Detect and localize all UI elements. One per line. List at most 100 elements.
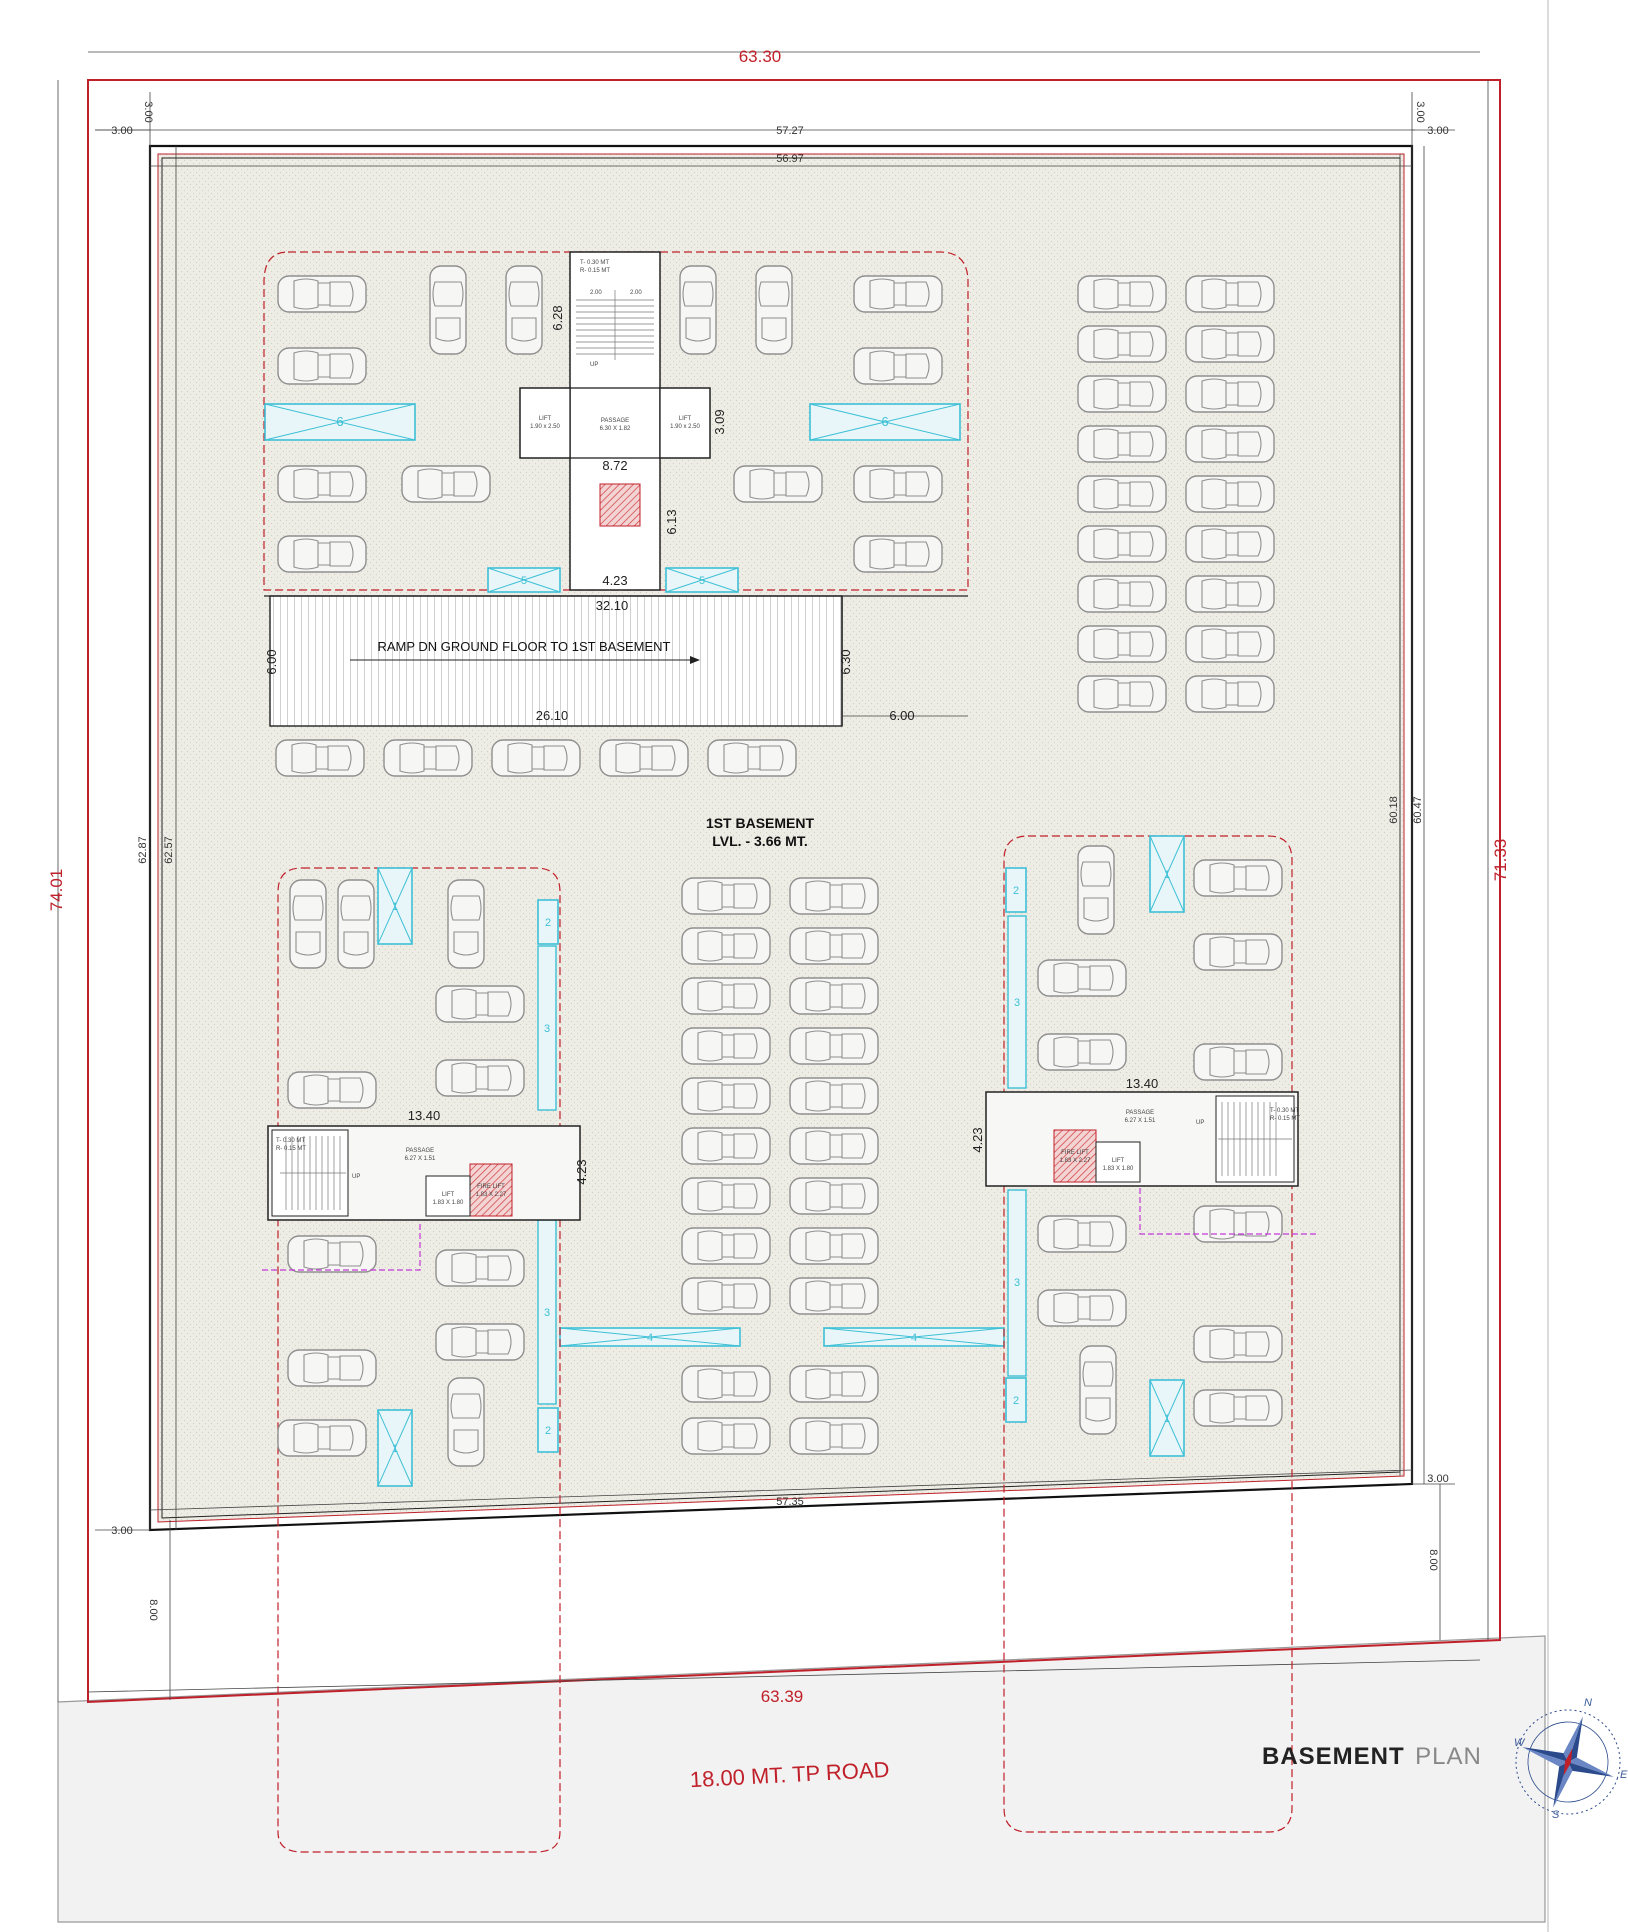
parking-zone-bottom-right xyxy=(1003,835,1293,1833)
svg-text:1: 1 xyxy=(1164,1413,1170,1425)
svg-text:1.83 X 2.27: 1.83 X 2.27 xyxy=(1060,1158,1091,1164)
level-value: LVL. - 3.66 MT. xyxy=(712,833,807,849)
dim-setback-top-right: 3.00 xyxy=(1427,125,1448,137)
dim-top-overall: 63.30 xyxy=(739,47,782,66)
dim-front-setback-left: 8.00 xyxy=(147,1599,159,1620)
parking-zone-bottom-left xyxy=(277,867,561,1853)
dim-inner-right-outer: 60.47 xyxy=(1412,796,1424,824)
svg-text:PASSAGE: PASSAGE xyxy=(601,418,629,424)
svg-text:R- 0.15 MT: R- 0.15 MT xyxy=(276,1146,306,1152)
dim-inner-left-outer: 62.87 xyxy=(137,836,149,864)
svg-text:3: 3 xyxy=(1014,1277,1020,1289)
svg-text:1: 1 xyxy=(1164,869,1170,881)
dim-setback-left-top: 3.00 xyxy=(142,101,154,122)
svg-text:PASSAGE: PASSAGE xyxy=(1126,1110,1154,1116)
dim-core-top-stair: 6.28 xyxy=(550,305,565,330)
dim-setback-right-top: 3.00 xyxy=(1414,101,1426,122)
dim-core-right-depth: 4.23 xyxy=(970,1127,985,1152)
svg-text:1.90 x 2.50: 1.90 x 2.50 xyxy=(670,424,700,430)
svg-text:FIRE LIFT: FIRE LIFT xyxy=(1061,1150,1089,1156)
dim-core-top-lift: 3.09 xyxy=(712,409,727,434)
dim-inner-left-inner: 62.57 xyxy=(163,836,175,864)
ventilation-shaft-5-left: 5 xyxy=(487,567,561,593)
dim-core-top-fire: 6.13 xyxy=(664,509,679,534)
core-top: LIFT 1.90 x 2.50 LIFT 1.90 x 2.50 PASSAG… xyxy=(519,251,711,591)
svg-text:2: 2 xyxy=(1013,885,1019,897)
svg-text:UP: UP xyxy=(1196,1120,1204,1126)
svg-text:1: 1 xyxy=(392,1443,398,1455)
ventilation-shaft-4-left: 4 xyxy=(559,1327,741,1347)
svg-text:4: 4 xyxy=(647,1332,653,1344)
drawing-title-light: PLAN xyxy=(1415,1743,1482,1770)
svg-text:6: 6 xyxy=(881,414,888,429)
svg-text:1.83 X 2.27: 1.83 X 2.27 xyxy=(476,1192,507,1198)
svg-text:6.30 X 1.82: 6.30 X 1.82 xyxy=(600,426,631,432)
dim-ramp-end: 6.00 xyxy=(889,708,914,723)
svg-text:5: 5 xyxy=(699,575,705,587)
svg-text:3: 3 xyxy=(544,1023,550,1035)
dim-inner-right-inner: 60.18 xyxy=(1388,796,1400,824)
core-bottom-left: PASSAGE 6.27 X 1.51 LIFT 1.83 X 1.80 FIR… xyxy=(267,1125,581,1221)
svg-text:6: 6 xyxy=(336,414,343,429)
svg-text:1.83 X 1.80: 1.83 X 1.80 xyxy=(433,1200,464,1206)
dim-core-top-bottom: 4.23 xyxy=(602,573,627,588)
dim-ramp-length: 32.10 xyxy=(596,598,629,613)
svg-text:R- 0.15 MT: R- 0.15 MT xyxy=(580,268,610,274)
dim-core-left-width: 13.40 xyxy=(408,1108,441,1123)
svg-text:4: 4 xyxy=(911,1332,917,1344)
svg-text:5: 5 xyxy=(521,575,527,587)
svg-text:2.00: 2.00 xyxy=(630,290,642,296)
dim-inner-bottom: 57.35 xyxy=(776,1496,804,1508)
svg-text:1.90 x 2.50: 1.90 x 2.50 xyxy=(530,424,560,430)
dim-ramp-run: 26.10 xyxy=(536,708,569,723)
svg-text:1: 1 xyxy=(392,901,398,913)
svg-text:T- 0.30 MT: T- 0.30 MT xyxy=(276,1138,305,1144)
ventilation-shaft-4-right: 4 xyxy=(823,1327,1005,1347)
svg-text:LIFT: LIFT xyxy=(1112,1158,1125,1164)
svg-text:2: 2 xyxy=(1013,1395,1019,1407)
svg-text:3: 3 xyxy=(544,1307,550,1319)
dimension-lines xyxy=(57,51,1489,1702)
drawing-title-bold: BASEMENT xyxy=(1262,1743,1405,1770)
dim-core-top-width: 8.72 xyxy=(602,458,627,473)
dim-right-overall: 71.33 xyxy=(1491,839,1510,882)
compass-w: W xyxy=(1514,1737,1526,1749)
svg-text:FIRE LIFT: FIRE LIFT xyxy=(477,1184,505,1190)
svg-text:T- 0.30 MT: T- 0.30 MT xyxy=(580,260,609,266)
svg-text:2: 2 xyxy=(545,1425,551,1437)
magenta-outline-left xyxy=(262,1222,421,1271)
ventilation-shafts-bottom-right: 1 1 2 2 3 3 xyxy=(1005,835,1185,1457)
plot-boundary xyxy=(87,79,1501,1704)
dim-setback-left-bottom: 3.00 xyxy=(111,1525,132,1537)
dim-core-left-depth: 4.23 xyxy=(574,1159,589,1184)
ventilation-shaft-6-right: 6 xyxy=(809,403,961,441)
dim-ramp-width-right: 6.30 xyxy=(838,649,853,674)
ramp-label: RAMP DN GROUND FLOOR TO 1ST BASEMENT xyxy=(377,639,670,654)
dim-inner-top-outer: 57.27 xyxy=(776,125,804,137)
svg-text:3: 3 xyxy=(1014,997,1020,1009)
svg-text:T- 0.30 MT: T- 0.30 MT xyxy=(1270,1108,1299,1114)
core-bottom-right: PASSAGE 6.27 X 1.51 LIFT 1.83 X 1.80 FIR… xyxy=(985,1091,1300,1187)
dim-inner-top-inner: 56.97 xyxy=(776,153,804,165)
level-title: 1ST BASEMENT xyxy=(706,815,815,831)
svg-text:PASSAGE: PASSAGE xyxy=(406,1148,434,1154)
svg-text:LIFT: LIFT xyxy=(442,1192,455,1198)
ventilation-shafts-bottom-left: 1 1 2 2 3 3 xyxy=(377,867,559,1487)
svg-text:6.27 X 1.51: 6.27 X 1.51 xyxy=(405,1156,436,1162)
dim-bottom-overall: 63.39 xyxy=(761,1687,804,1706)
cars-below-ramp xyxy=(275,739,797,777)
dim-left-overall: 74.01 xyxy=(47,869,66,912)
svg-text:1.83 X 1.80: 1.83 X 1.80 xyxy=(1103,1166,1134,1172)
drawing-title: BASEMENT PLAN xyxy=(1262,1743,1482,1770)
compass-e: E xyxy=(1620,1769,1628,1781)
svg-text:2.00: 2.00 xyxy=(590,290,602,296)
svg-text:UP: UP xyxy=(590,362,598,368)
svg-text:LIFT: LIFT xyxy=(679,416,692,422)
north-compass-icon xyxy=(1515,1709,1621,1815)
svg-text:R- 0.15 MT: R- 0.15 MT xyxy=(1270,1116,1300,1122)
svg-text:UP: UP xyxy=(352,1174,360,1180)
ramp xyxy=(264,595,968,727)
compass-s: S xyxy=(1552,1809,1560,1821)
svg-text:LIFT: LIFT xyxy=(539,416,552,422)
